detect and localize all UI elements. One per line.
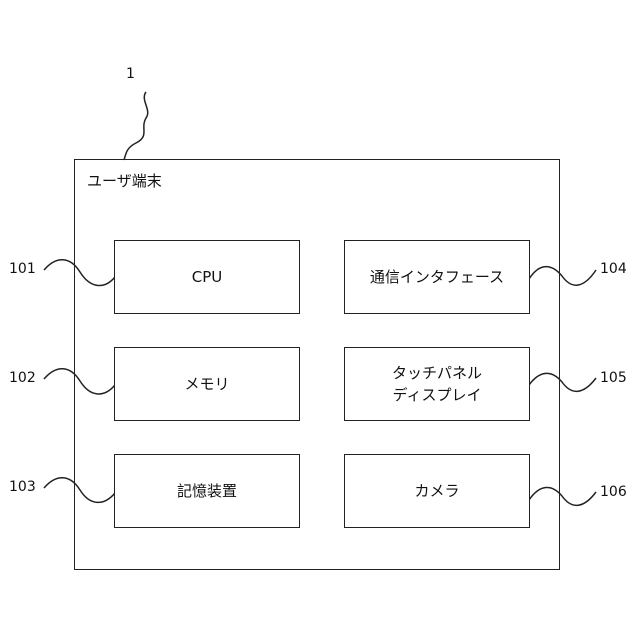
storage-box: 記憶装置 [114,454,300,528]
device-leader-line [124,92,148,160]
camera-box: カメラ [344,454,530,528]
cpu-box: CPU [114,240,300,314]
device-reference-number: 1 [126,66,135,82]
user-terminal-label: ユーザ端末 [87,170,162,191]
ref-105: 105 [600,370,627,386]
ref-102: 102 [9,370,36,386]
communication-interface-box: 通信インタフェース [344,240,530,314]
ref-104: 104 [600,261,627,277]
touch-panel-display-box: タッチパネル ディスプレイ [344,347,530,421]
ref-103: 103 [9,479,36,495]
ref-101: 101 [9,261,36,277]
ref-106: 106 [600,484,627,500]
memory-box: メモリ [114,347,300,421]
